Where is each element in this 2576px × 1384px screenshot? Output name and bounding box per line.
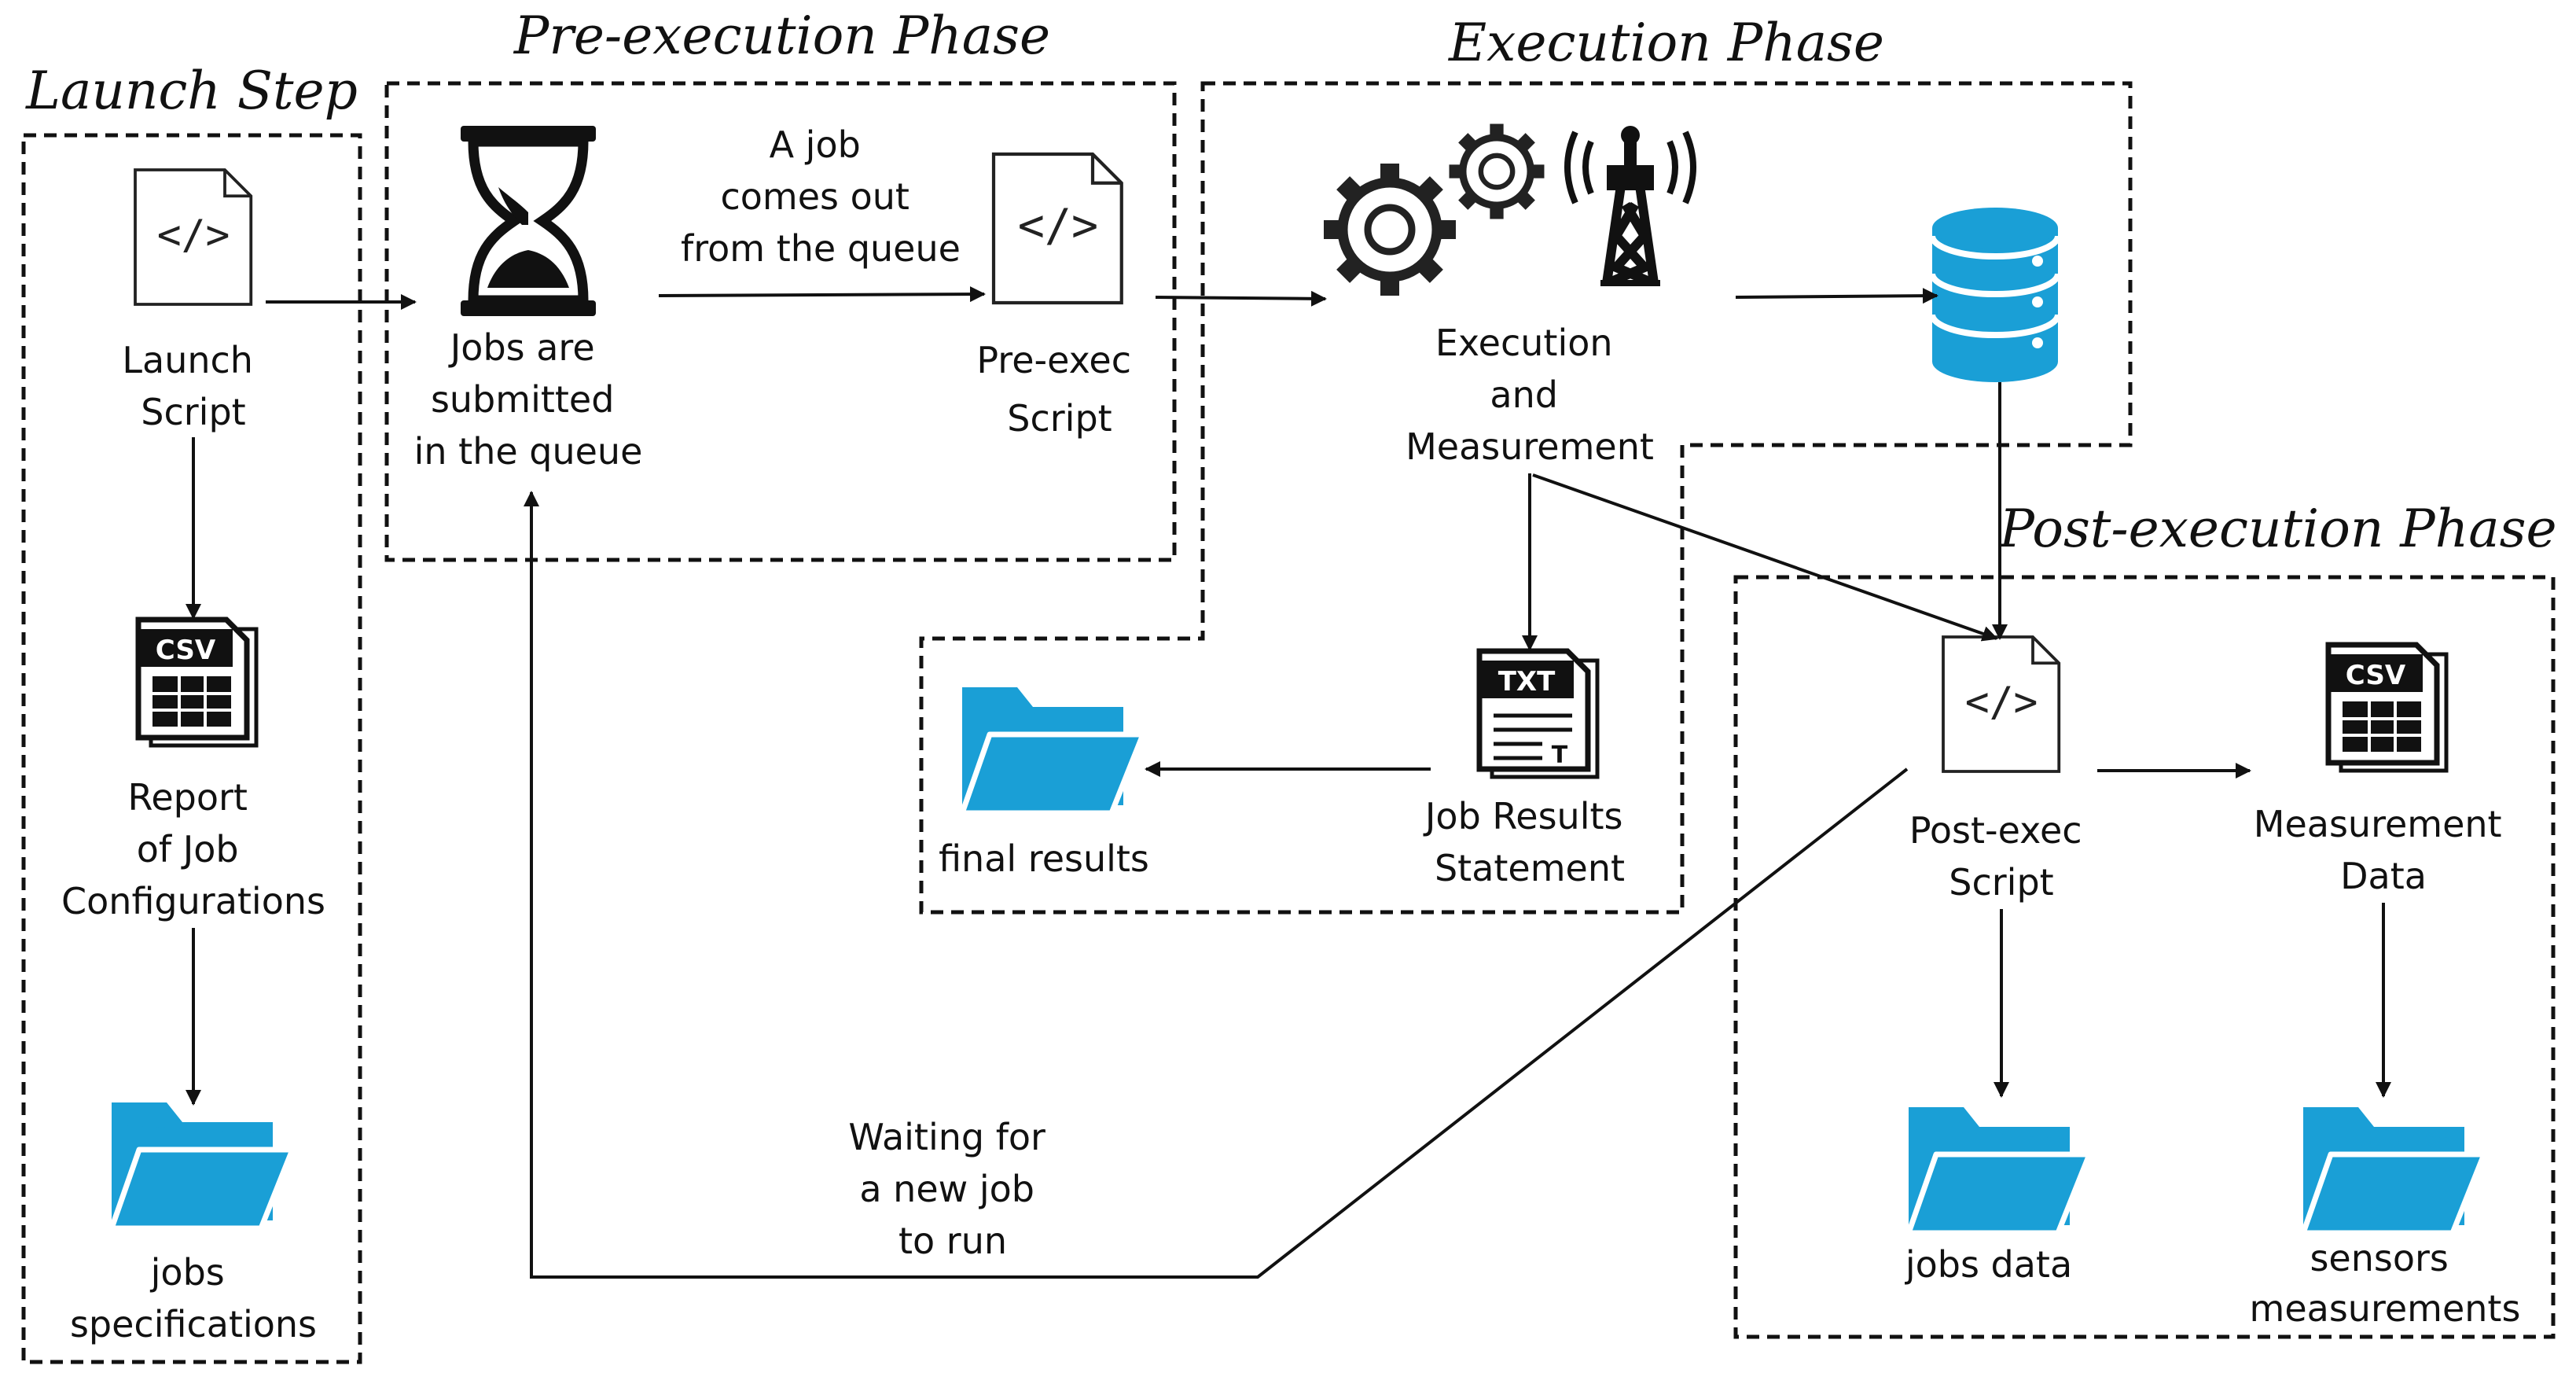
- measurement-csv-file-icon: [2328, 645, 2446, 771]
- sensors-measurements-label: sensors measurements: [2250, 1237, 2521, 1330]
- pre-exec-label: Pre-exec Script: [976, 339, 1142, 440]
- jobs-data-folder-icon: [1909, 1107, 2089, 1233]
- post-execution-box: [1733, 575, 2556, 1339]
- pre-exec-code-file-icon: [994, 154, 1122, 303]
- execution-measurement-label: Execution and Measurement: [1406, 322, 1654, 468]
- report-label: Report of Job Configurations: [61, 776, 325, 922]
- sensors-folder-icon: [2303, 1107, 2484, 1233]
- arrow-pre-exec-to-execution: [1155, 290, 1327, 307]
- arrow-execution-to-database: [1735, 288, 1938, 304]
- measurement-data-label: Measurement Data: [2254, 803, 2513, 897]
- jobs-specifications-label: jobs specifications: [70, 1251, 317, 1345]
- database-icon: [1929, 208, 2061, 382]
- job-out-label: A job comes out from the queue: [681, 123, 961, 270]
- arrow-post-exec-back-to-queue: [524, 491, 1909, 1279]
- launch-script-label: Launch Script: [122, 339, 264, 433]
- pre-execution-box: [384, 81, 1177, 562]
- final-results-folder-icon: [962, 687, 1143, 813]
- antenna-tower-icon: [1564, 126, 1696, 286]
- post-exec-code-file-icon: [1942, 635, 2061, 773]
- arrow-execution-to-post-exec: [1532, 473, 1998, 642]
- launch-step-box: [21, 133, 362, 1364]
- queue-label: Jobs are submitted in the queue: [414, 326, 643, 473]
- gears-icon: [1324, 124, 1544, 296]
- launch-script-code-file-icon: [134, 168, 253, 306]
- launch-step-title: Launch Step: [25, 61, 358, 121]
- execution-title: Execution Phase: [1448, 13, 1884, 73]
- pre-execution-title: Pre-execution Phase: [513, 6, 1050, 66]
- post-execution-title: Post-execution Phase: [1998, 499, 2556, 559]
- post-exec-label: Post-exec Script: [1909, 809, 2093, 904]
- execution-box: [919, 81, 2133, 915]
- jobs-data-label: jobs data: [1905, 1243, 2072, 1286]
- hourglass-icon: [461, 126, 596, 316]
- job-results-txt-file-icon: [1479, 651, 1597, 777]
- final-results-label: final results: [939, 837, 1149, 880]
- arrow-queue-to-pre-exec: [658, 286, 986, 303]
- job-results-label: Job Results Statement: [1423, 795, 1634, 889]
- waiting-label: Waiting for a new job to run: [848, 1116, 1056, 1262]
- jobs-specifications-folder-icon: [112, 1102, 292, 1228]
- report-csv-file-icon: [138, 620, 256, 745]
